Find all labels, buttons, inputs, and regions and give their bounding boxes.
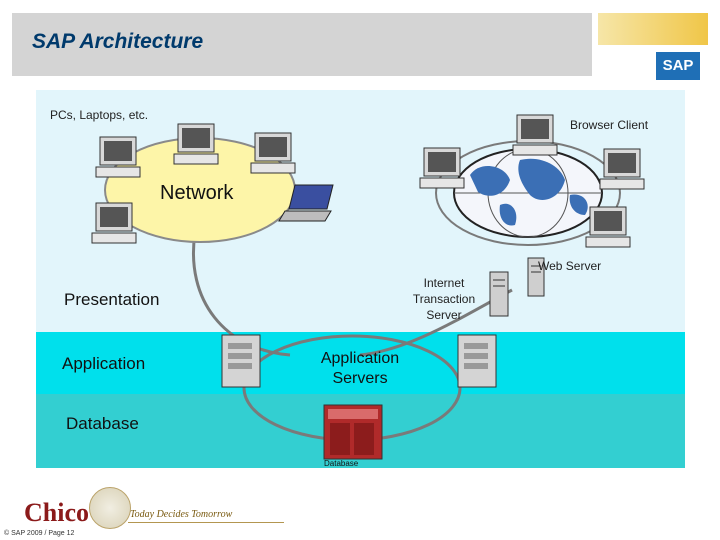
pc-icon bbox=[585, 206, 631, 248]
database-layer-label: Database bbox=[66, 414, 139, 433]
university-seal-icon bbox=[89, 487, 131, 529]
application-server-icon bbox=[457, 334, 497, 388]
its-label-line: Server bbox=[426, 308, 462, 322]
pc-icon bbox=[173, 123, 219, 165]
its-label: Internet Transaction Server bbox=[398, 275, 490, 323]
laptop-icon bbox=[278, 184, 334, 222]
tagline-rule bbox=[128, 522, 284, 523]
pc-icon bbox=[599, 148, 645, 190]
application-band bbox=[36, 332, 685, 394]
web-server-label: Web Server bbox=[538, 259, 602, 273]
application-servers-label-line: Servers bbox=[332, 370, 388, 387]
browser-client-label: Browser Client bbox=[570, 118, 649, 132]
pc-icon bbox=[512, 114, 558, 156]
pcs-label: PCs, Laptops, etc. bbox=[50, 108, 149, 122]
pc-icon bbox=[91, 202, 137, 244]
copyright-footer: © SAP 2009 / Page 12 bbox=[4, 530, 75, 537]
pc-icon bbox=[95, 136, 141, 178]
globe-icon bbox=[453, 148, 603, 238]
header-accent-strip bbox=[598, 13, 708, 45]
application-servers-label: Application Servers bbox=[300, 349, 420, 389]
page-title: SAP Architecture bbox=[32, 30, 204, 53]
application-layer-label: Application bbox=[62, 354, 146, 373]
database-server-icon bbox=[323, 404, 383, 460]
web-server-icon bbox=[527, 257, 545, 297]
its-label-line: Transaction bbox=[412, 292, 476, 306]
pc-icon bbox=[250, 132, 296, 174]
sap-logo: SAP bbox=[656, 52, 700, 80]
application-servers-label-line: Application bbox=[320, 350, 400, 367]
presentation-layer-label: Presentation bbox=[64, 290, 160, 309]
its-server-icon bbox=[489, 271, 509, 317]
chico-tagline: Today Decides Tomorrow bbox=[130, 509, 233, 520]
title-bar bbox=[12, 13, 592, 76]
sap-logo-text: SAP bbox=[662, 57, 694, 74]
application-server-icon bbox=[221, 334, 261, 388]
pc-icon bbox=[419, 147, 465, 189]
database-caption: Database bbox=[324, 459, 359, 468]
chico-logo: Chico bbox=[24, 498, 89, 527]
its-label-line: Internet bbox=[423, 276, 465, 290]
network-label: Network bbox=[160, 182, 234, 204]
